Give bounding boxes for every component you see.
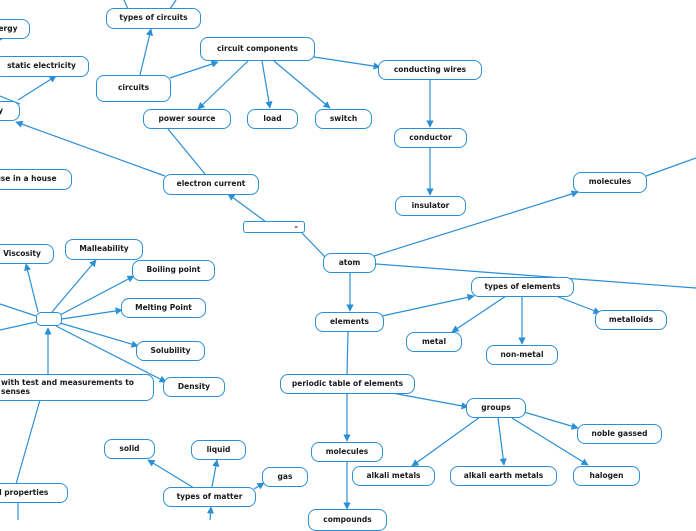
node-groups[interactable]: groups xyxy=(466,398,526,418)
node-conductor[interactable]: conductor xyxy=(394,128,467,148)
node-y[interactable]: y xyxy=(0,101,20,121)
node-load[interactable]: load xyxy=(247,109,298,129)
node-compounds[interactable]: compounds xyxy=(308,509,387,531)
node-halogen[interactable]: halogen xyxy=(573,466,640,486)
node-boiling-point[interactable]: Boiling point xyxy=(132,260,215,281)
node-circuit-components[interactable]: circuit components xyxy=(200,37,315,61)
node-use-in-a-house[interactable]: use in a house xyxy=(0,169,72,190)
node-molecules-bottom[interactable]: molecules xyxy=(311,442,383,462)
node-physical-properties-hub[interactable] xyxy=(36,312,62,326)
node-physical-properties[interactable]: cal properties xyxy=(0,483,68,503)
node-viscosity[interactable]: Viscosity xyxy=(0,244,54,264)
node-noble-gassed[interactable]: noble gassed xyxy=(577,424,662,444)
node-melting-point[interactable]: Melting Point xyxy=(121,298,206,318)
node-molecules-top[interactable]: molecules xyxy=(573,172,647,193)
node-gas[interactable]: gas xyxy=(262,467,308,487)
node-metalloids[interactable]: metalloids xyxy=(595,310,667,330)
node-circuits[interactable]: circuits xyxy=(96,75,171,102)
node-types-of-elements[interactable]: types of elements xyxy=(471,277,574,297)
node-metal[interactable]: metal xyxy=(406,332,462,352)
node-switch[interactable]: switch xyxy=(315,109,372,129)
node-power-source[interactable]: power source xyxy=(143,109,231,129)
node-solid[interactable]: solid xyxy=(104,439,155,459)
node-conducting-wires[interactable]: conducting wires xyxy=(378,60,482,80)
node-solubility[interactable]: Solubility xyxy=(136,341,205,361)
node-insulator[interactable]: insulator xyxy=(395,196,466,216)
node-non-metal[interactable]: non-metal xyxy=(486,345,558,365)
node-types-of-circuits[interactable]: types of circuits xyxy=(106,8,201,29)
node-malleability[interactable]: Malleability xyxy=(65,239,143,260)
node-dash[interactable]: – xyxy=(243,221,305,233)
node-electron-current[interactable]: electron current xyxy=(163,174,259,195)
node-static-electricity[interactable]: static electricity xyxy=(0,56,89,77)
node-types-of-matter[interactable]: types of matter xyxy=(163,487,256,507)
node-atom[interactable]: atom xyxy=(323,253,376,273)
node-density[interactable]: Density xyxy=(163,377,225,397)
node-alkali-metals[interactable]: alkali metals xyxy=(352,466,435,486)
node-elements[interactable]: elements xyxy=(315,312,384,332)
node-liquid[interactable]: liquid xyxy=(191,440,246,460)
node-periodic-table[interactable]: periodic table of elements xyxy=(280,374,415,394)
node-alkali-earth-metals[interactable]: alkali earth metals xyxy=(450,466,557,486)
node-test-and-measurements[interactable]: with test and measurements to senses xyxy=(0,374,154,401)
node-energy[interactable]: ergy xyxy=(0,19,30,39)
